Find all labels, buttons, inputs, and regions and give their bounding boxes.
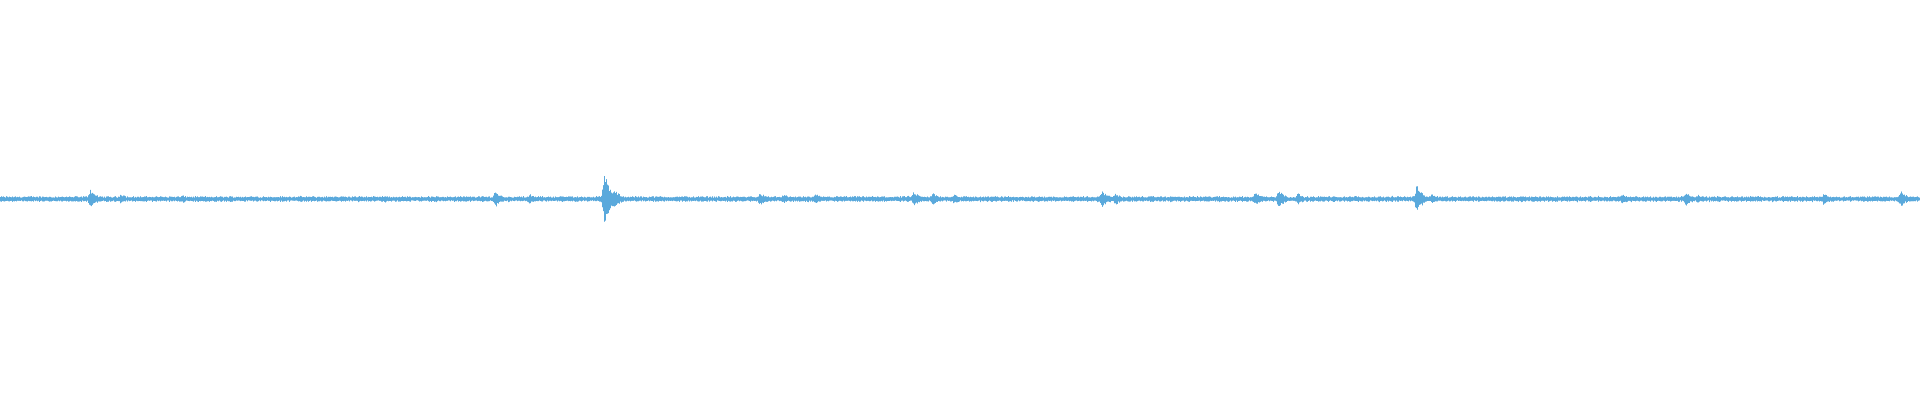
waveform-trace: [0, 176, 1920, 222]
